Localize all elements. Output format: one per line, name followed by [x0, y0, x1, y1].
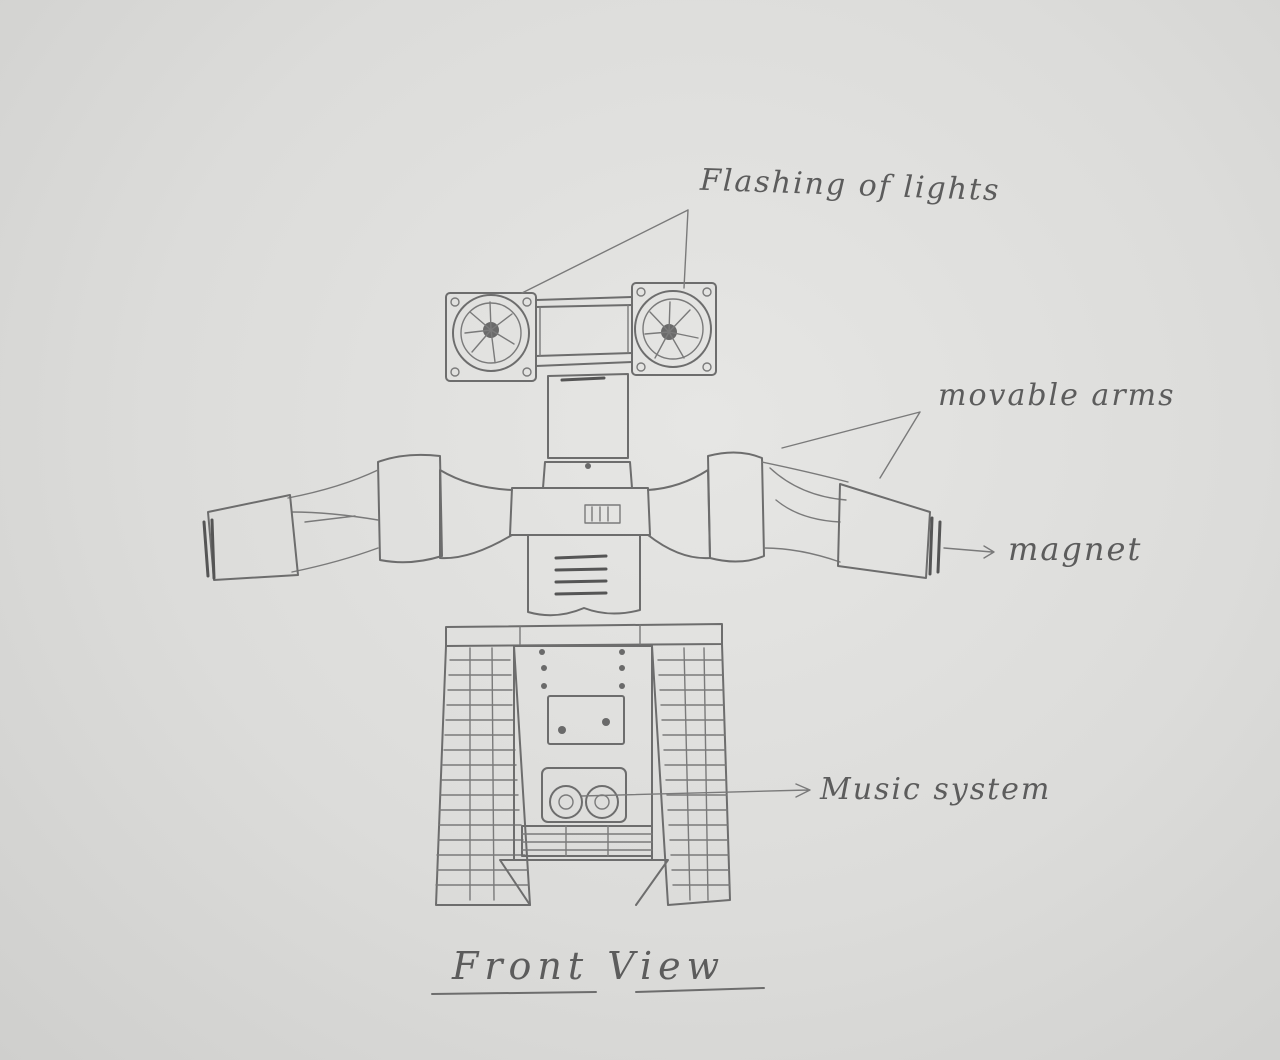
movable-arms-label: movable arms: [938, 378, 1176, 413]
tank-base: [436, 624, 730, 905]
right-movable-arm: [648, 452, 940, 578]
magnet-label: magnet: [1008, 530, 1142, 568]
annotation-lines: [432, 210, 994, 994]
front-view-title: Front View: [452, 944, 725, 988]
magnet-arrow: [944, 546, 994, 558]
robot-neck: [543, 374, 632, 488]
music-system-label: Music system: [820, 772, 1051, 807]
robot-head: [446, 283, 716, 381]
right-fan-light: [632, 283, 716, 375]
robot-torso: [510, 488, 650, 615]
view-underline: [636, 988, 764, 992]
movable-arms-leader: [782, 412, 920, 478]
front-underline: [432, 992, 596, 994]
left-fan-light: [446, 293, 536, 381]
left-movable-arm: [204, 455, 512, 580]
flashing-lights-leader: [522, 210, 688, 293]
